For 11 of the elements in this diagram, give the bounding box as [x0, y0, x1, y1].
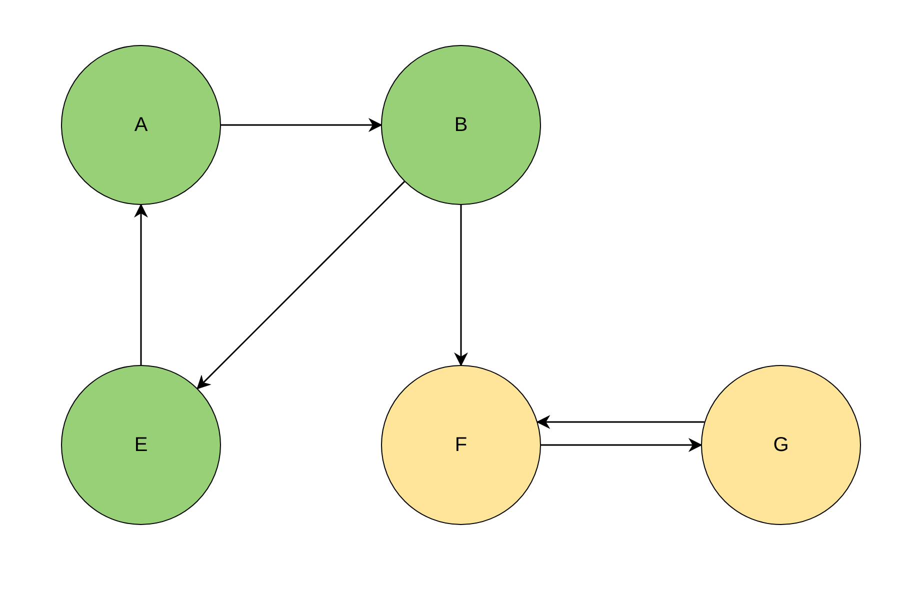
- arrow: [134, 204, 148, 365]
- node-label: B: [454, 114, 468, 136]
- arrow: [196, 181, 405, 390]
- arrow: [536, 415, 704, 429]
- arrow: [454, 205, 468, 366]
- node-label: F: [454, 434, 468, 456]
- node-label: A: [134, 114, 148, 136]
- node-label: G: [773, 434, 789, 456]
- arrow: [541, 438, 702, 452]
- arrow: [221, 118, 382, 132]
- node-label: E: [134, 434, 148, 456]
